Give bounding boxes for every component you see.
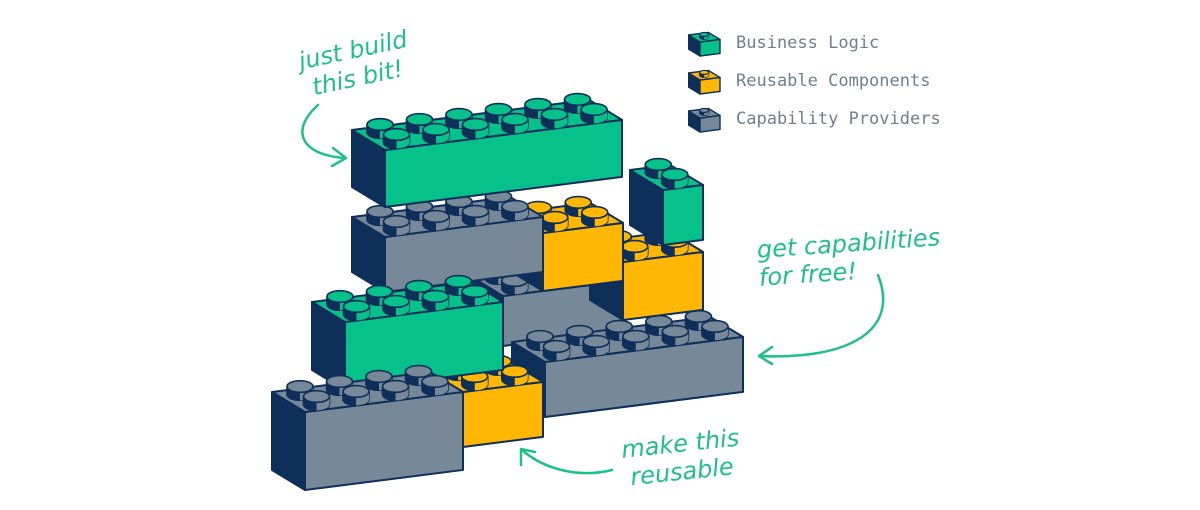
capability-brick-upper: [351, 189, 544, 293]
brick-stud: [661, 324, 690, 347]
legend: Business Logic Reusable Components Capab…: [688, 24, 941, 138]
brick-stud: [501, 112, 529, 135]
legend-item-capability-providers: Capability Providers: [688, 100, 941, 138]
yellow-brick-icon: [688, 69, 721, 95]
brick-stud: [286, 379, 314, 402]
brick-stud: [382, 294, 410, 317]
gray-brick-icon: [688, 107, 721, 133]
business-brick-top: [351, 92, 623, 208]
brick-stud: [422, 209, 450, 232]
brick-stud: [326, 289, 354, 312]
legend-label: Reusable Components: [736, 71, 931, 91]
brick-stud: [660, 167, 689, 190]
brick-stud: [342, 299, 371, 322]
legend-brick: [688, 69, 721, 95]
brick-stud: [461, 284, 489, 307]
brick-stud: [382, 127, 411, 150]
brick-stud: [542, 339, 571, 362]
legend-brick: [688, 31, 721, 57]
brick-stud: [500, 364, 529, 387]
green-brick-icon: [688, 31, 721, 57]
brick-stud: [381, 379, 410, 402]
arrow-to-capabilities: [757, 273, 885, 366]
brick-stud: [422, 122, 450, 145]
legend-label: Capability Providers: [736, 109, 941, 129]
business-brick-lower: [311, 274, 504, 391]
brick-stud: [580, 102, 608, 125]
brick-stud: [382, 214, 411, 237]
brick-stud: [684, 309, 713, 332]
legend-label: Business Logic: [736, 33, 880, 53]
business-brick-small: [629, 157, 704, 246]
brick-stud: [302, 389, 331, 412]
brick-stud: [699, 69, 710, 78]
legend-item-reusable-components: Reusable Components: [688, 62, 941, 100]
legend-item-business-logic: Business Logic: [688, 24, 941, 62]
brick-stud: [501, 199, 529, 222]
arrow-to-reusable-brick: [519, 447, 614, 475]
brick-stud: [405, 112, 434, 135]
brick-stud: [621, 329, 650, 352]
brick-front: [462, 380, 544, 448]
brick-stud: [421, 374, 449, 397]
brick-stud: [540, 210, 569, 233]
brick-stud: [421, 289, 450, 312]
brick-stud: [461, 117, 490, 140]
brick-stud: [461, 204, 490, 227]
brick-front: [662, 183, 704, 246]
brick-stud: [701, 319, 729, 342]
brick-front: [622, 250, 704, 321]
capability-brick-bottom: [271, 364, 464, 491]
brick-stud: [342, 384, 370, 407]
brick-stud: [540, 107, 569, 130]
brick-stud: [699, 31, 710, 40]
brick-stud: [699, 107, 710, 116]
brick-stud: [580, 205, 609, 228]
arrow-to-top-brick: [301, 103, 348, 168]
brick-stud: [620, 239, 649, 262]
legend-brick: [688, 107, 721, 133]
brick-stud: [582, 334, 610, 357]
brick-front: [542, 221, 624, 292]
